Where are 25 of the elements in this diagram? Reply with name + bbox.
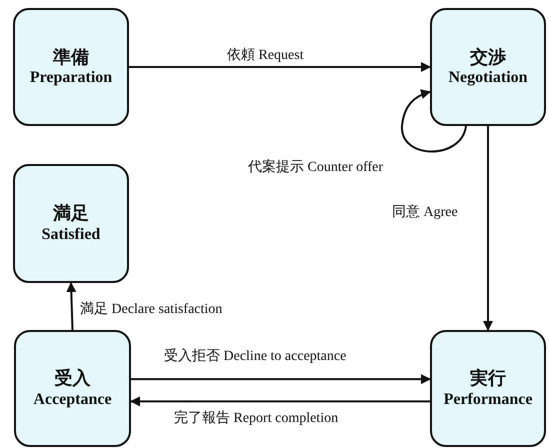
state-name: Satisfied (42, 224, 100, 245)
state-name: Preparation (30, 68, 112, 88)
arrow (401, 90, 467, 152)
state-box (13, 8, 129, 126)
state-name-japanese: 準備 (53, 46, 89, 68)
edge-label: 完了報告 Report completion (172, 411, 340, 428)
state-box (13, 164, 129, 283)
edge-label: 同意 Agree (390, 205, 460, 222)
state-name: Acceptance (33, 390, 112, 410)
state-name-japanese: 交渉 (470, 46, 506, 68)
state-name: Performance (444, 390, 532, 410)
arrow (483, 126, 493, 331)
state-box (14, 330, 131, 447)
state-name-japanese: 受入 (54, 367, 90, 390)
arrow (66, 282, 76, 330)
state-box (430, 330, 546, 447)
state-box (430, 8, 546, 126)
edge-label: 受入拒否 Decline to acceptance (162, 349, 348, 366)
state-name: Negotiation (448, 68, 528, 88)
state-name-japanese: 実行 (470, 367, 506, 390)
arrow (129, 62, 431, 72)
edge-label: 依頼 Request (225, 48, 306, 65)
arrow (131, 374, 431, 384)
arrow (130, 396, 430, 406)
state-name-japanese: 満足 (53, 202, 89, 225)
